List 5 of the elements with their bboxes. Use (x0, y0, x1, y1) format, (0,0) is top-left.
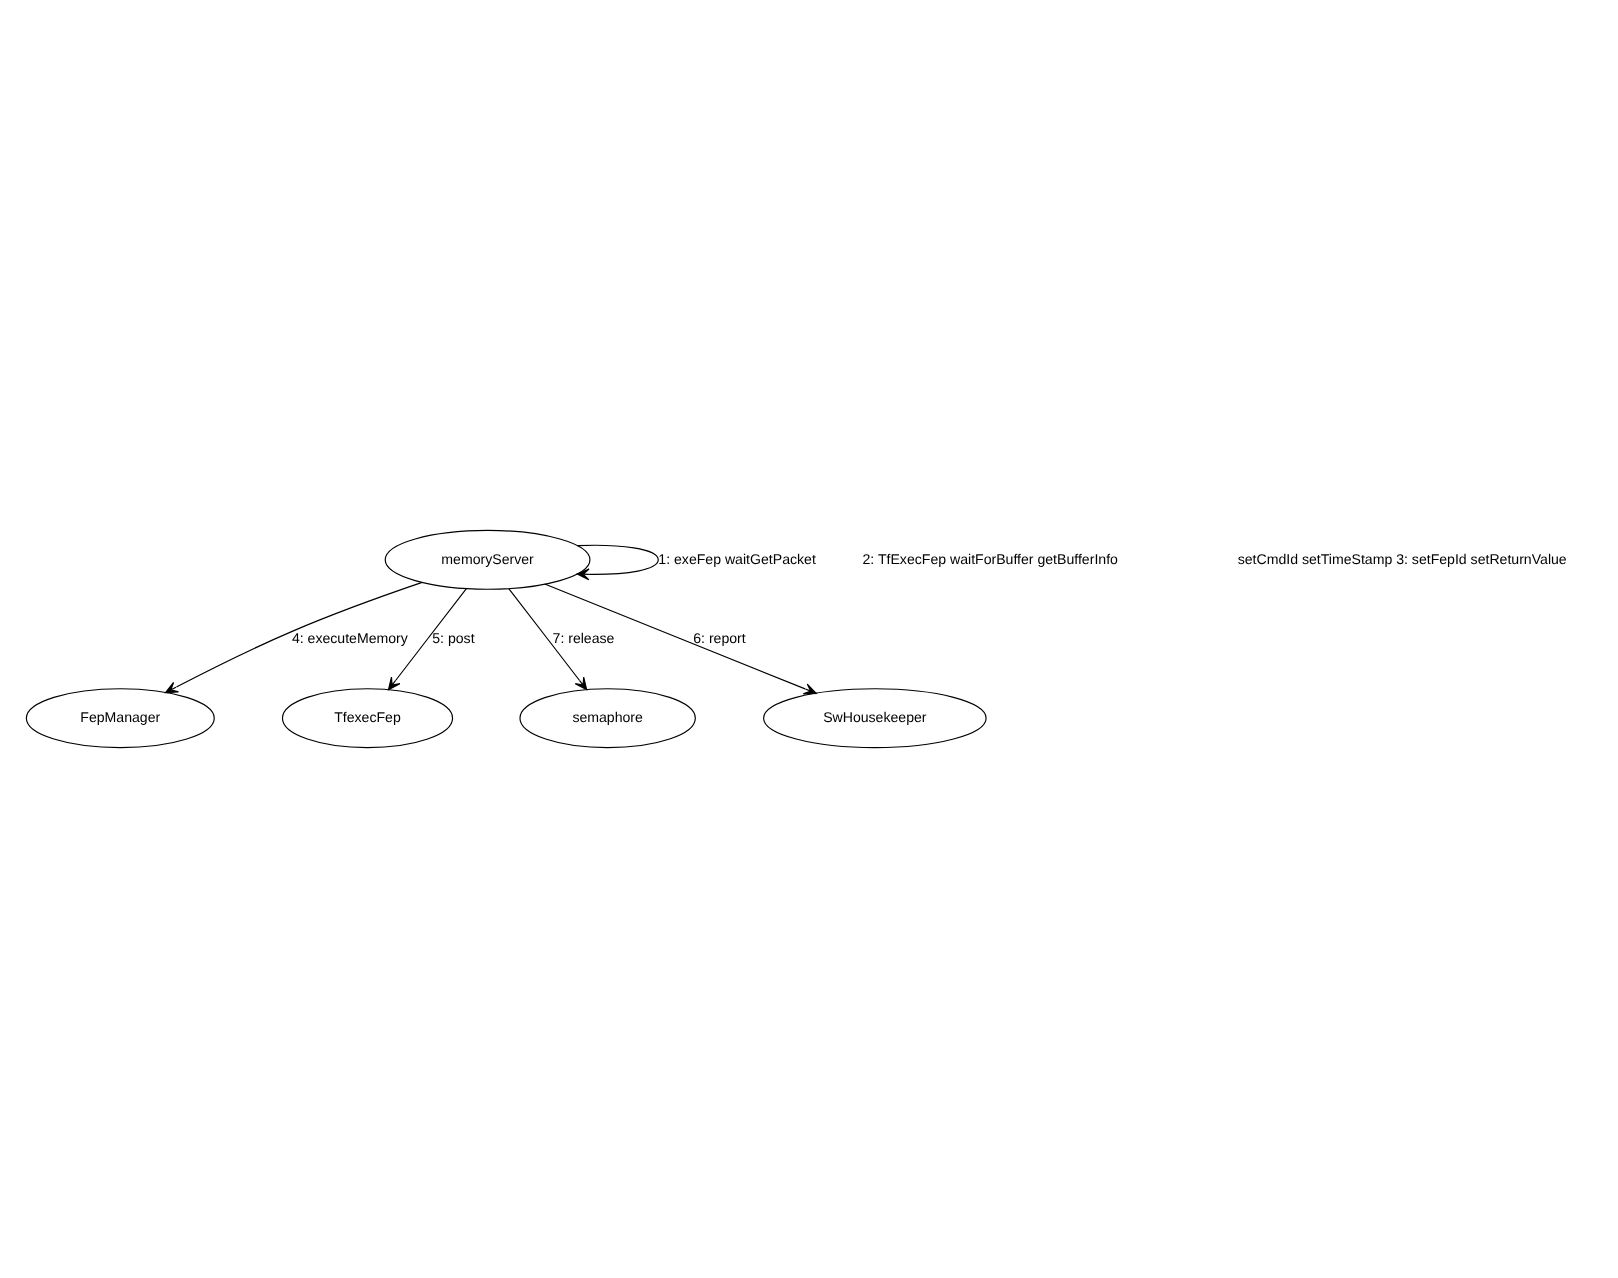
arrow (508, 587, 588, 691)
arrow (576, 544, 659, 581)
arrow (387, 587, 467, 691)
arrow (544, 583, 817, 695)
arrow (165, 581, 423, 694)
